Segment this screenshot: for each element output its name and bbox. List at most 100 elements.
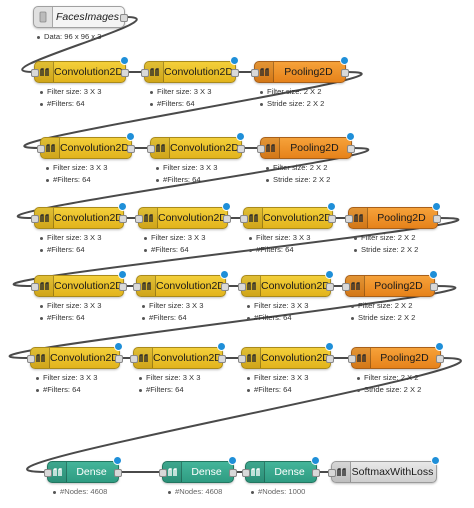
input-port[interactable] (242, 469, 250, 477)
input-port[interactable] (27, 355, 35, 363)
input-tab-icon (34, 7, 53, 27)
output-port[interactable] (312, 469, 320, 477)
output-port[interactable] (326, 355, 334, 363)
output-port[interactable] (119, 283, 127, 291)
output-port[interactable] (127, 145, 135, 153)
node-info-text: #Filters: 64 (146, 385, 184, 394)
input-port[interactable] (240, 215, 248, 223)
node-info-line: Filter size: 2 X 2 (266, 162, 330, 174)
output-port[interactable] (430, 283, 438, 291)
input-port[interactable] (44, 469, 52, 477)
node-convolution2d-r3-c1[interactable]: Convolution2D (31, 202, 127, 229)
node-convolution2d-r2-c1[interactable]: Convolution2D (37, 132, 135, 159)
layer-glyph-icon (31, 348, 50, 368)
node-info-line: Filter size: 3 X 3 (40, 86, 101, 98)
input-port[interactable] (31, 215, 39, 223)
output-port[interactable] (229, 469, 237, 477)
node-label: Convolution2D (54, 280, 123, 292)
output-port[interactable] (223, 215, 231, 223)
node-info-line: #Nodes: 4608 (53, 486, 107, 498)
status-dot-icon (118, 270, 127, 279)
input-port[interactable] (159, 469, 167, 477)
output-port[interactable] (119, 215, 127, 223)
node-dense-r6-c1[interactable]: Dense (44, 456, 122, 483)
node-convolution2d-r2-c2[interactable]: Convolution2D (147, 132, 245, 159)
output-port[interactable] (221, 283, 229, 291)
layer-glyph-icon (134, 348, 153, 368)
output-port[interactable] (115, 355, 123, 363)
node-convolution2d-r3-c2[interactable]: Convolution2D (135, 202, 231, 229)
node-info-line: #Filters: 64 (144, 244, 205, 256)
layer-glyph-icon (255, 62, 274, 82)
node-convolution2d-r1-c1[interactable]: Convolution2D (31, 56, 129, 83)
node-pooling2d-r3-c4[interactable]: Pooling2D (345, 202, 441, 229)
input-port[interactable] (133, 283, 141, 291)
node-info-line: #Filters: 64 (40, 312, 101, 324)
node-info-text: Filter size: 2 X 2 (358, 301, 413, 310)
node-pooling2d-r4-c4[interactable]: Pooling2D (342, 270, 438, 297)
node-convolution2d-r4-c3[interactable]: Convolution2D (238, 270, 334, 297)
node-info-text: #Filters: 64 (47, 313, 85, 322)
input-port[interactable] (238, 355, 246, 363)
output-port[interactable] (120, 14, 128, 22)
node-dense-r6-c3[interactable]: Dense (242, 456, 320, 483)
input-port[interactable] (342, 283, 350, 291)
input-port[interactable] (348, 355, 356, 363)
input-port[interactable] (31, 283, 39, 291)
node-convolution2d-r1-c2[interactable]: Convolution2D (141, 56, 239, 83)
output-port[interactable] (326, 283, 334, 291)
output-port[interactable] (436, 355, 444, 363)
node-info-text: Filter size: 3 X 3 (43, 373, 98, 382)
node-info: Filter size: 3 X 3#Filters: 64 (36, 372, 97, 396)
node-convolution2d-r3-c3[interactable]: Convolution2D (240, 202, 336, 229)
output-port[interactable] (231, 69, 239, 77)
layer-glyph-icon (145, 62, 164, 82)
input-port[interactable] (345, 215, 353, 223)
node-pooling2d-r5-c4[interactable]: Pooling2D (348, 342, 444, 369)
input-port[interactable] (37, 145, 45, 153)
node-label: Convolution2D (60, 142, 129, 154)
output-port[interactable] (237, 145, 245, 153)
output-port[interactable] (433, 215, 441, 223)
input-port[interactable] (130, 355, 138, 363)
node-info-text: Filter size: 3 X 3 (151, 233, 206, 242)
output-port[interactable] (121, 69, 129, 77)
input-port[interactable] (257, 145, 265, 153)
node-convolution2d-r5-c1[interactable]: Convolution2D (27, 342, 123, 369)
node-info-text: #Filters: 64 (53, 175, 91, 184)
layer-glyph-icon (261, 138, 280, 158)
node-softmaxwithloss-r6-c4[interactable]: SoftmaxWithLoss (328, 456, 440, 483)
output-port[interactable] (341, 69, 349, 77)
node-dense-r6-c2[interactable]: Dense (159, 456, 237, 483)
input-node-facesimages[interactable]: FacesImages (33, 6, 128, 28)
node-info: Filter size: 3 X 3#Filters: 64 (46, 162, 107, 186)
node-convolution2d-r5-c2[interactable]: Convolution2D (130, 342, 226, 369)
output-port[interactable] (347, 145, 355, 153)
node-pooling2d-r2-c3[interactable]: Pooling2D (257, 132, 355, 159)
input-port[interactable] (251, 69, 259, 77)
status-dot-icon (222, 202, 231, 211)
input-port[interactable] (238, 283, 246, 291)
node-info-line: Filter size: 3 X 3 (247, 300, 308, 312)
node-label: Convolution2D (164, 66, 233, 78)
node-info-text: Stride size: 2 X 2 (273, 175, 331, 184)
status-dot-icon (435, 342, 444, 351)
output-port[interactable] (328, 215, 336, 223)
node-convolution2d-r5-c3[interactable]: Convolution2D (238, 342, 334, 369)
node-convolution2d-r4-c1[interactable]: Convolution2D (31, 270, 127, 297)
output-port[interactable] (218, 355, 226, 363)
node-info-text: #Filters: 64 (157, 99, 195, 108)
input-port[interactable] (31, 69, 39, 77)
node-info-line: Filter size: 2 X 2 (354, 232, 418, 244)
input-port[interactable] (147, 145, 155, 153)
node-pooling2d-r1-c3[interactable]: Pooling2D (251, 56, 349, 83)
input-port[interactable] (135, 215, 143, 223)
node-info-line: #Filters: 64 (139, 384, 200, 396)
input-port[interactable] (328, 469, 336, 477)
node-convolution2d-r4-c2[interactable]: Convolution2D (133, 270, 229, 297)
output-port[interactable] (114, 469, 122, 477)
node-info-line: #Filters: 64 (40, 244, 101, 256)
input-port[interactable] (141, 69, 149, 77)
